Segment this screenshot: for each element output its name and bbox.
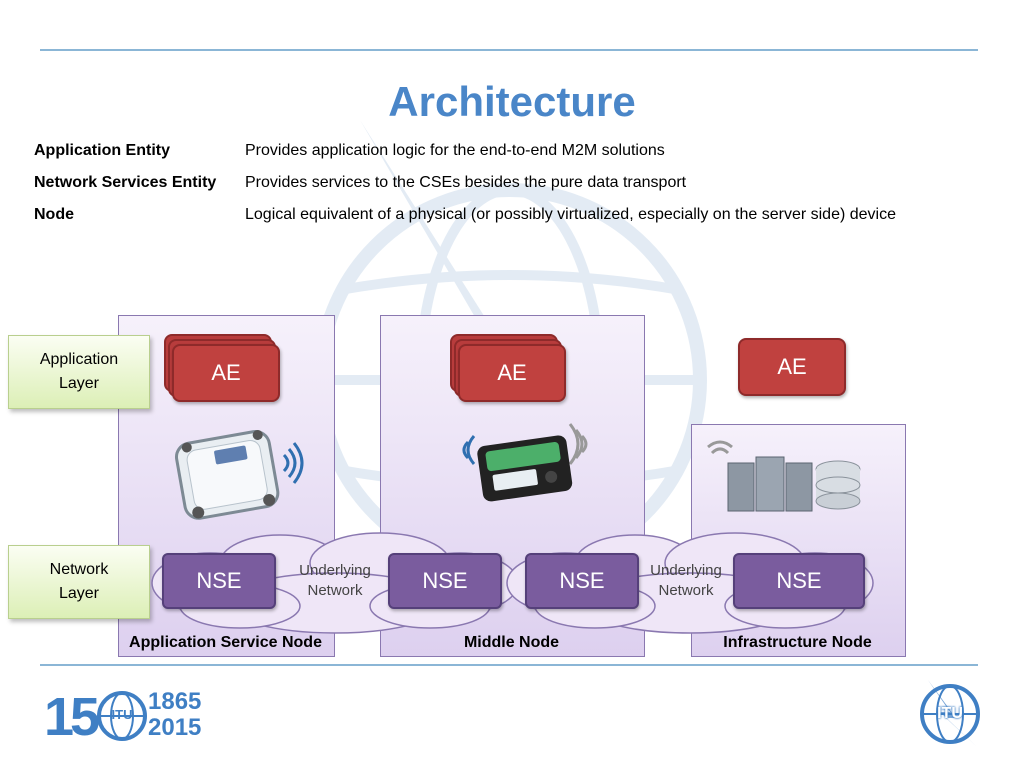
- top-divider: [40, 49, 978, 51]
- slide-title: Architecture: [388, 78, 636, 125]
- definition-desc-node: Logical equivalent of a physical (or pos…: [245, 206, 896, 223]
- bottom-divider: [40, 664, 978, 666]
- itu-corner-logo: ITU: [916, 678, 984, 748]
- mn-nse-block-left: NSE: [388, 553, 502, 609]
- logo-150-number: 15: [44, 687, 100, 747]
- underlying-network-label-left: Underlying Network: [299, 562, 371, 599]
- bathroom-scale-icon: [175, 430, 304, 520]
- asn-nse-block: NSE: [162, 553, 276, 609]
- middle-node-label: Middle Node: [463, 634, 560, 651]
- network-layer-label: Network Layer: [8, 545, 150, 619]
- infrastructure-node-label: Infrastructure Node: [723, 634, 872, 651]
- application-layer-label: Application Layer: [8, 335, 150, 409]
- definition-term-node: Node: [34, 206, 74, 223]
- logo-globe-icon: [97, 691, 147, 741]
- logo-year-1865: 1865: [148, 688, 202, 715]
- definition-desc-network-services-entity: Provides services to the CSEs besides th…: [245, 174, 687, 191]
- asn-ae-block: AE: [172, 344, 280, 402]
- server-rack-icon: [707, 440, 861, 512]
- logo-itu-text: ITU: [111, 707, 133, 722]
- logo-year-2015: 2015: [148, 714, 202, 741]
- in-ae-block: AE: [738, 338, 846, 396]
- application-service-node-label: Application Service Node: [129, 634, 322, 651]
- mn-nse-block-right: NSE: [525, 553, 639, 609]
- in-nse-block: NSE: [733, 553, 865, 609]
- corner-logo-text: ITU: [937, 705, 963, 722]
- definition-desc-application-entity: Provides application logic for the end-t…: [245, 142, 665, 159]
- mn-ae-block: AE: [458, 344, 566, 402]
- definition-term-network-services-entity: Network Services Entity: [34, 174, 217, 191]
- definition-term-application-entity: Application Entity: [34, 142, 170, 159]
- monitoring-device-icon: [462, 423, 588, 502]
- underlying-network-label-right: Underlying Network: [650, 562, 722, 599]
- itu-corner-globe-icon: [920, 680, 980, 746]
